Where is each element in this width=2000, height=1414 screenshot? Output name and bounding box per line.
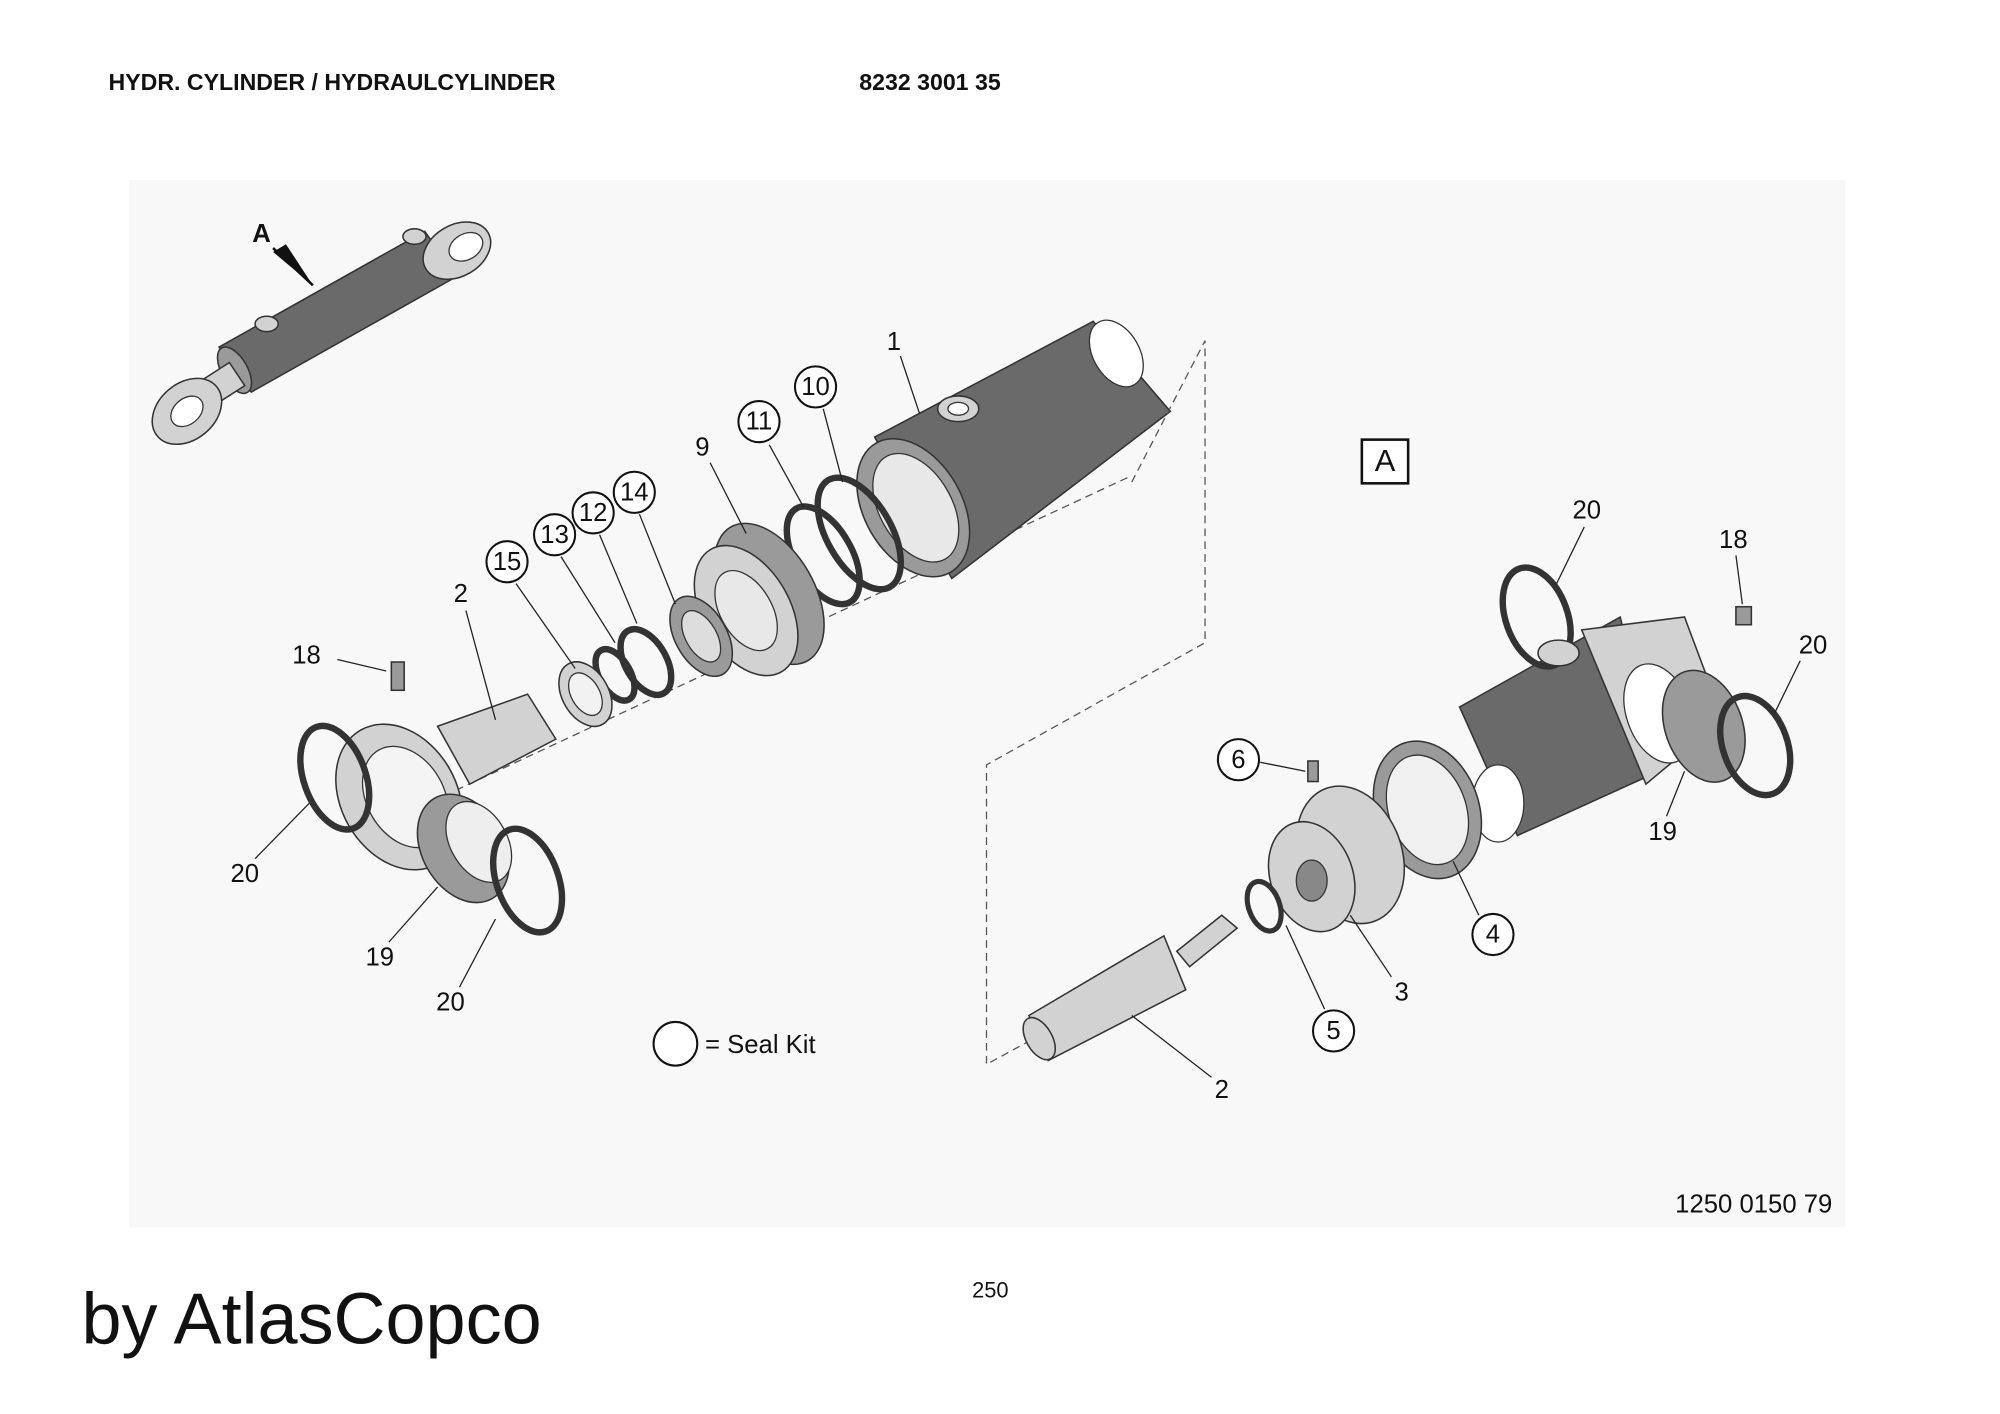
- seal-kit-marker: [612, 470, 656, 514]
- callout-18: 18: [292, 642, 321, 670]
- callout-13: 13: [540, 521, 569, 549]
- overview-cylinder: [151, 221, 492, 446]
- callout-20: 20: [231, 860, 260, 888]
- callout-2: 2: [1215, 1076, 1229, 1104]
- seal-kit-legend: = Seal Kit: [705, 1031, 816, 1059]
- callout-5: 5: [1326, 1017, 1340, 1045]
- callout-12: 12: [579, 499, 608, 527]
- callout-15: 15: [493, 548, 522, 576]
- part-number: 8232 3001 35: [859, 69, 1001, 95]
- callout-20: 20: [1573, 496, 1602, 524]
- seal-kit-legend-circle-icon: [652, 1020, 699, 1067]
- drawing-number: 1250 0150 79: [1675, 1191, 1832, 1219]
- callout-9: 9: [695, 433, 709, 461]
- detail-box-label: A: [1375, 443, 1396, 478]
- callout-19: 19: [1648, 818, 1677, 846]
- leader-lines: [254, 355, 1801, 1078]
- callout-11: 11: [746, 408, 773, 436]
- seal-kit-marker: [1311, 1009, 1356, 1053]
- callout-20: 20: [436, 989, 465, 1017]
- callout-3: 3: [1395, 978, 1409, 1006]
- right-detail-assembly: [1022, 564, 1794, 1062]
- view-marker-label: A: [252, 220, 271, 248]
- callout-18: 18: [1719, 526, 1748, 554]
- seal-kit-marker: [1471, 912, 1515, 957]
- document-title: HYDR. CYLINDER / HYDRAULCYLINDER: [109, 69, 556, 95]
- page-number: 250: [972, 1278, 1008, 1303]
- seal-kit-marker: [737, 400, 781, 444]
- callout-4: 4: [1486, 921, 1500, 949]
- left-exploded-assembly: [297, 319, 1172, 936]
- seal-kit-marker: [1216, 738, 1261, 782]
- detail-box-a: [1360, 438, 1410, 485]
- callout-10: 10: [801, 373, 830, 401]
- callout-2: 2: [454, 580, 468, 608]
- seal-kit-marker: [793, 365, 838, 409]
- seal-kit-marker: [485, 540, 529, 584]
- callout-14: 14: [620, 478, 649, 506]
- callout-20: 20: [1799, 631, 1828, 659]
- seal-kit-marker: [571, 491, 615, 535]
- callout-19: 19: [365, 944, 394, 972]
- callout-1: 1: [887, 328, 901, 356]
- callout-6: 6: [1231, 746, 1245, 774]
- watermark: by AtlasCopco: [82, 1279, 542, 1359]
- seal-kit-marker: [532, 513, 577, 557]
